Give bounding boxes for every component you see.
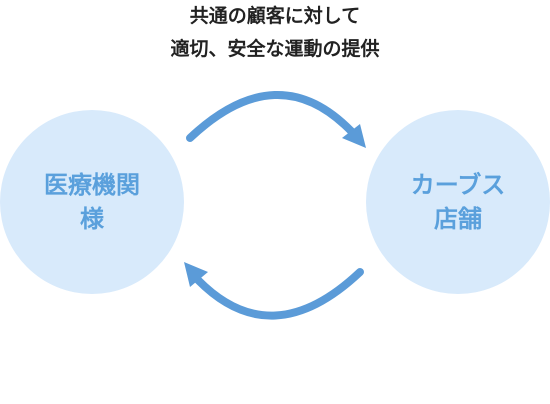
arrow-to-clinic-arc — [194, 268, 364, 320]
medical-institution-label-line-2: 様 — [80, 205, 104, 233]
top-caption-line-1: 共通の顧客に対して — [189, 5, 361, 27]
top-caption: 共通の顧客に対して 適切、安全な運動の提供 — [0, 0, 550, 66]
arrow-to-store-arc — [186, 90, 356, 142]
curves-store-node: カーブス 店舗 — [366, 110, 550, 294]
arrow-to-store-head — [342, 124, 366, 148]
medical-institution-label-line-1: 医療機関 — [44, 171, 140, 199]
curves-store-label-line-1: カーブス — [410, 171, 506, 199]
medical-institution-node: 医療機関 様 — [0, 110, 184, 294]
top-caption-line-2: 適切、安全な運動の提供 — [170, 38, 380, 60]
arrow-to-clinic-head — [184, 262, 208, 287]
curves-store-label-line-2: 店舗 — [434, 205, 482, 233]
